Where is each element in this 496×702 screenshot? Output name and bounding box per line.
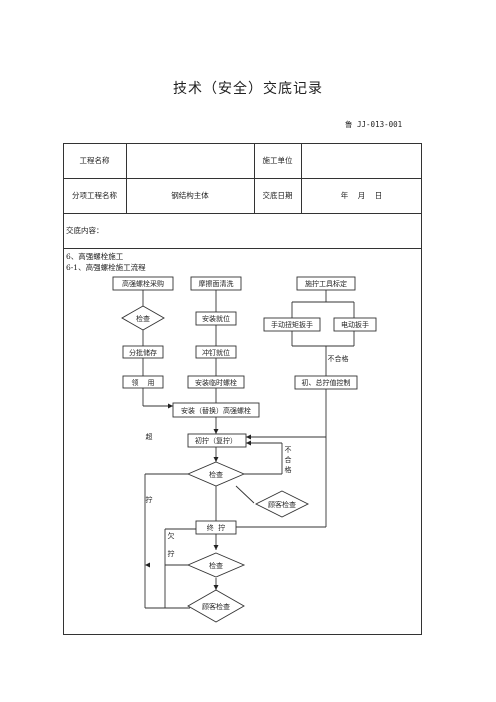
label-torque-control: 初、总拧值控制: [302, 378, 351, 387]
label-electric-wrench: 电动扳手: [341, 320, 369, 329]
box-final-tighten: [195, 520, 237, 535]
box-batch-store: [122, 345, 164, 359]
label-under-b: 拧: [168, 549, 175, 558]
table-divider: [301, 143, 302, 213]
label-friction-clean: 摩擦面清洗: [199, 279, 234, 288]
box-friction-clean: [190, 276, 242, 291]
diamond-customer-check-1: [254, 490, 310, 518]
date-value[interactable]: 年 月 日: [340, 191, 383, 200]
diamond-check-3: [186, 552, 246, 578]
box-torque-control: [294, 375, 358, 390]
project-name-label: 工程名称: [79, 156, 110, 165]
box-initial-tighten: [187, 433, 247, 448]
label-punch-position: 冲钉就位: [202, 348, 230, 357]
label-over-a: 超: [146, 432, 153, 441]
diamond-check-1: [121, 305, 165, 331]
box-calibrate: [296, 276, 356, 291]
label-unqualified-2a: 不: [285, 446, 292, 454]
label-check-2: 检查: [209, 470, 223, 479]
section-heading: 6、高强螺栓施工: [66, 252, 124, 261]
label-pick: 领 用: [132, 378, 155, 387]
box-purchase: [112, 276, 174, 291]
label-install-replace: 安装（替换）高强螺栓: [181, 406, 251, 415]
box-manual-wrench: [263, 317, 321, 332]
construction-unit-label: 施工单位: [262, 156, 293, 165]
label-check-1: 检查: [136, 314, 150, 323]
label-over-b: 拧: [146, 495, 153, 504]
box-electric-wrench: [333, 317, 377, 332]
table-divider: [63, 213, 422, 214]
box-install-replace: [172, 402, 260, 418]
table-divider: [63, 248, 422, 249]
table-divider: [126, 143, 127, 213]
label-manual-wrench: 手动扭矩扳手: [271, 320, 313, 329]
label-initial-tighten: 初拧（复拧）: [195, 436, 237, 445]
label-customer-check-1: 顾客检查: [268, 500, 296, 509]
label-unqualified-2b: 合: [285, 455, 292, 464]
label-calibrate: 施拧工具标定: [305, 279, 347, 288]
label-unqualified-2c: 格: [285, 465, 292, 474]
box-install-position: [195, 311, 237, 326]
content-label: 交底内容：: [66, 226, 104, 235]
label-unqualified-1: 不合格: [328, 354, 349, 363]
label-install-position: 安装就位: [202, 314, 230, 323]
label-final-tighten: 终 拧: [207, 523, 225, 532]
date-label: 交底日期: [262, 191, 293, 200]
label-purchase: 高强螺栓采购: [122, 279, 164, 288]
diamond-customer-check-2: [187, 589, 245, 623]
document-number: 鲁 JJ-013-001: [345, 120, 403, 129]
label-check-3: 检查: [209, 561, 223, 570]
box-install-temp: [187, 375, 245, 389]
box-punch-position: [195, 345, 237, 359]
sub-project-value[interactable]: 钢结构主体: [171, 191, 209, 200]
label-under-a: 欠: [168, 531, 175, 540]
diamond-check-2: [186, 461, 246, 487]
table-divider: [63, 178, 422, 179]
page-title: 技术（安全）交底记录: [173, 81, 323, 97]
label-customer-check-2: 顾客检查: [202, 602, 230, 611]
box-pick: [122, 375, 164, 389]
label-batch-store: 分批储存: [129, 348, 157, 357]
record-table: [63, 143, 422, 635]
table-divider: [254, 143, 255, 213]
label-install-temp: 安装临时螺栓: [195, 378, 237, 387]
subsection-heading: 6-1、高强螺栓施工流程: [66, 263, 146, 272]
sub-project-label: 分项工程名称: [72, 191, 117, 200]
